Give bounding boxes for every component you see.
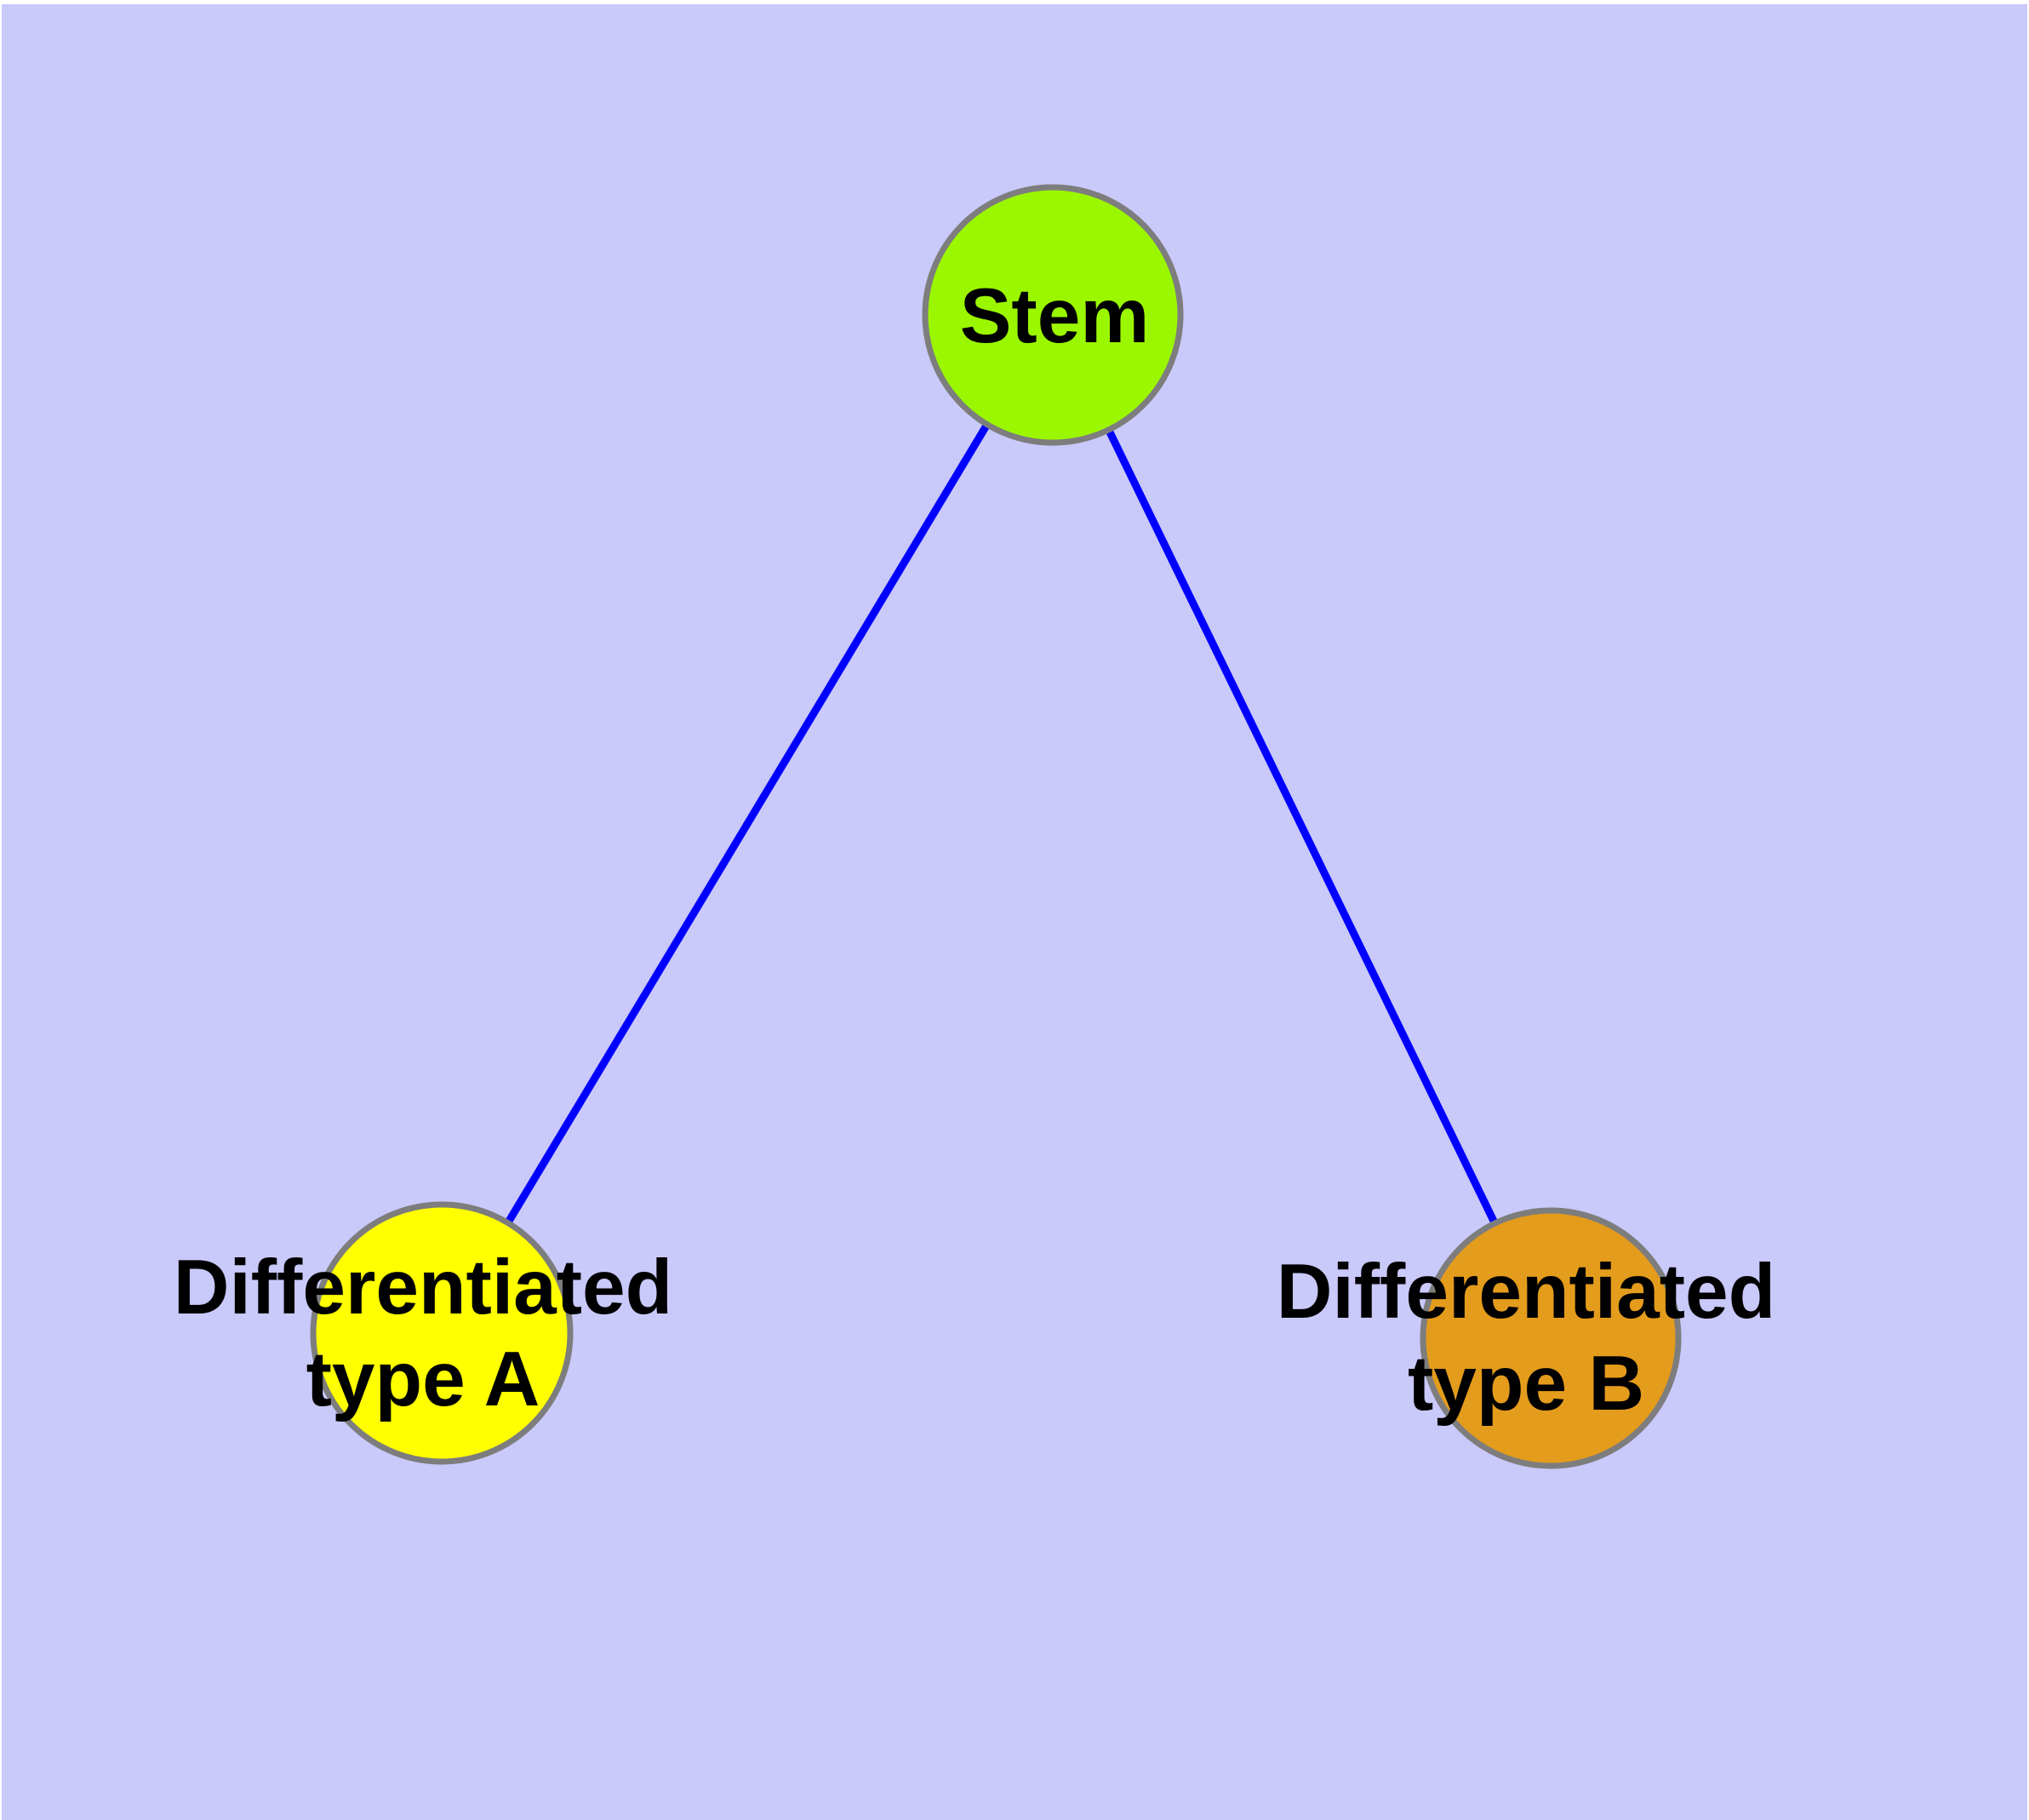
node-type-a-circle <box>310 1201 574 1465</box>
node-stem-circle <box>922 184 1184 446</box>
node-type-b-circle <box>1420 1207 1682 1469</box>
edge-stem-to-type-a <box>438 312 1056 1336</box>
edge-stem-to-type-b <box>1049 313 1555 1340</box>
